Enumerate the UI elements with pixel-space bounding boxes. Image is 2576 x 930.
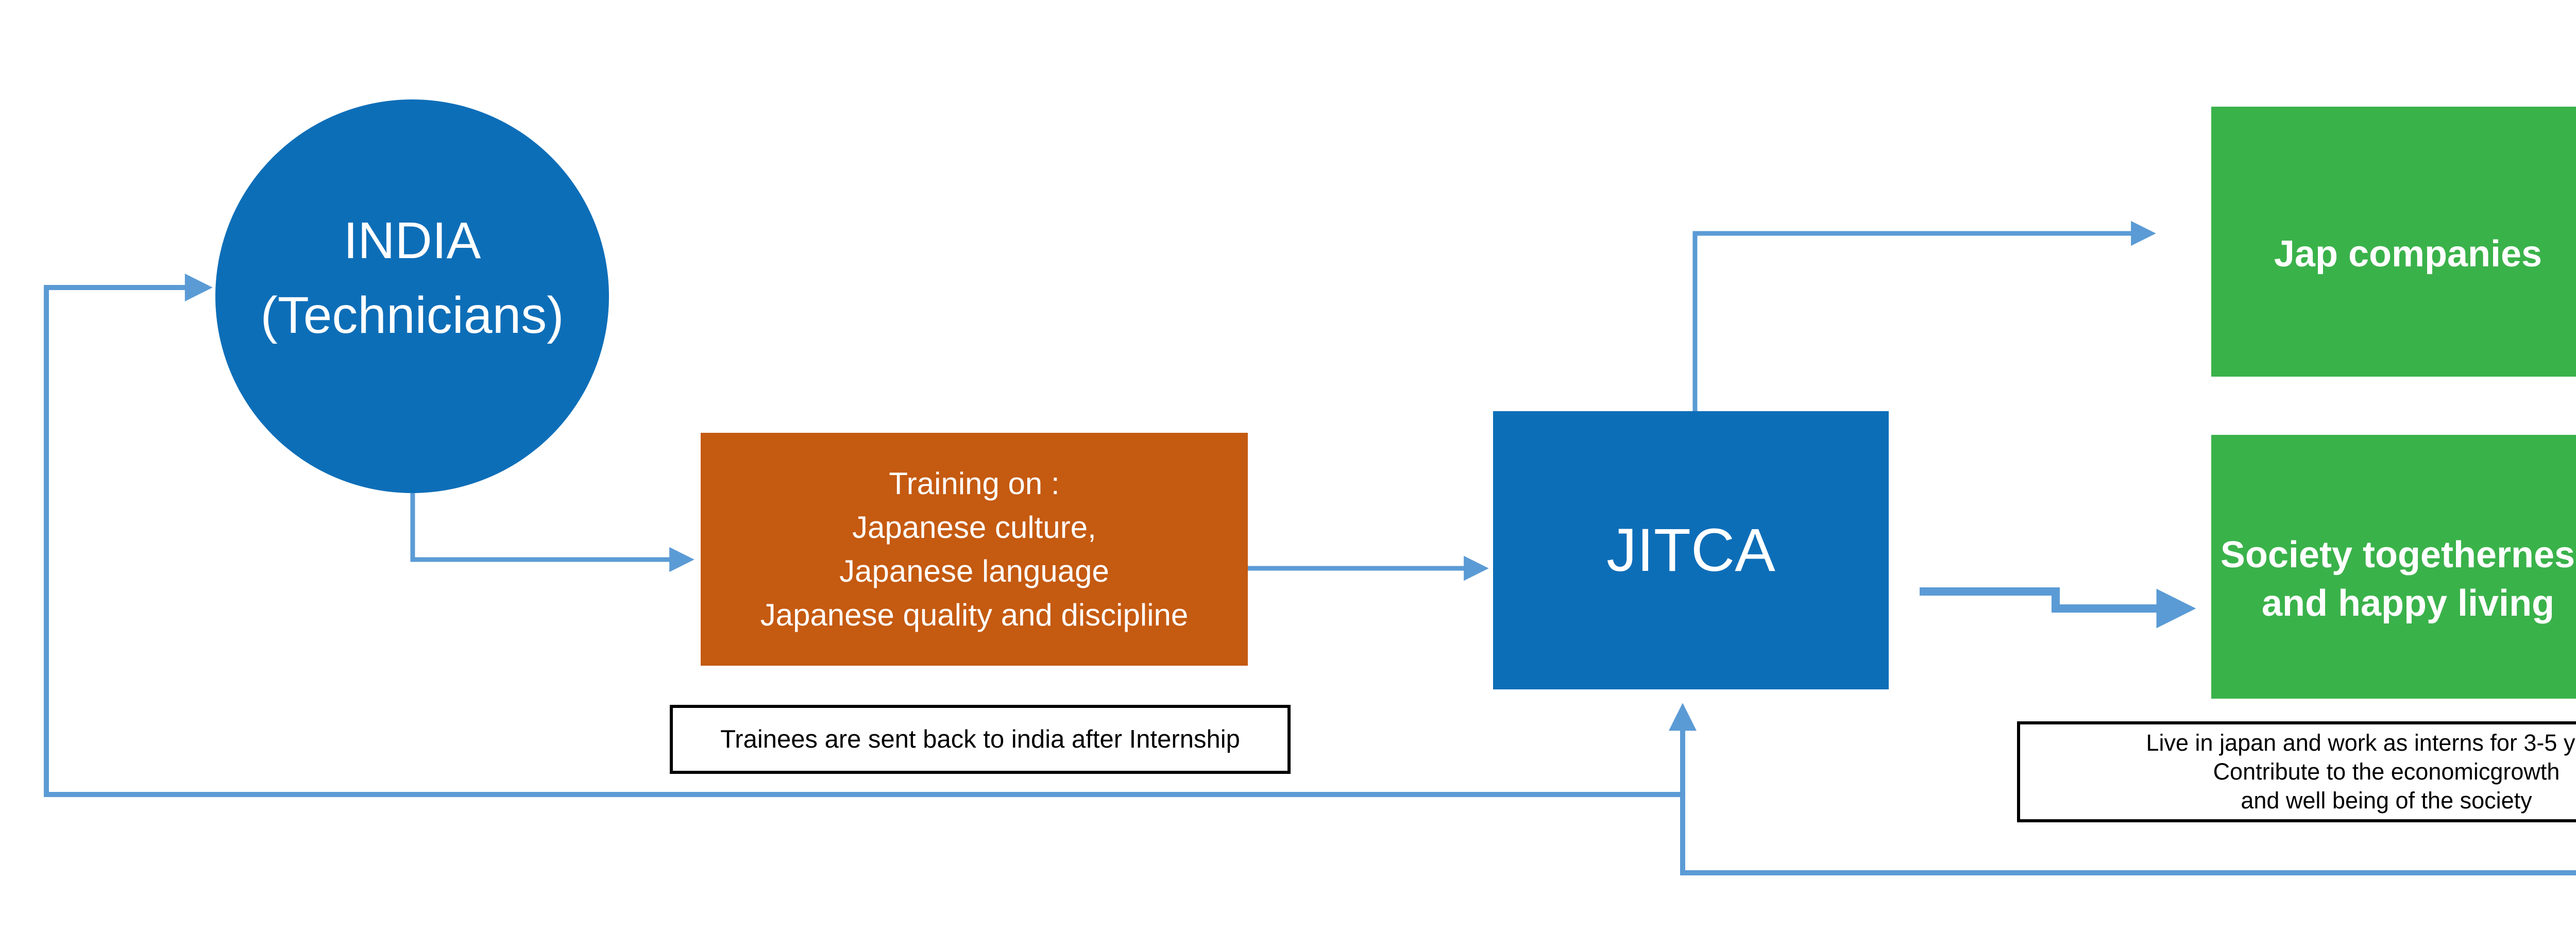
node-jap-companies: Jap companies bbox=[2211, 107, 2576, 377]
connector-jitca-to-japcompanies bbox=[1692, 221, 2156, 411]
note-live-line3: and well being of the society bbox=[2241, 787, 2532, 814]
society-label-line1: Society togetherness bbox=[2220, 534, 2576, 576]
connector-return-to-india bbox=[44, 273, 1683, 797]
training-label-line2: Japanese culture, bbox=[852, 510, 1096, 545]
node-training: Training on : Japanese culture, Japanese… bbox=[701, 433, 1248, 666]
connector-japcompanies-loop-to-jitca bbox=[1668, 703, 2576, 875]
note-live-in-japan: Live in japan and work as interns for 3-… bbox=[2017, 721, 2576, 822]
node-jitca: JITCA bbox=[1493, 411, 1889, 689]
connector-india-to-training bbox=[410, 489, 694, 572]
note-trainees-return: Trainees are sent back to india after In… bbox=[670, 705, 1291, 774]
note-live-line1: Live in japan and work as interns for 3-… bbox=[2146, 729, 2576, 756]
society-label-line2: and happy living bbox=[2261, 583, 2555, 624]
jitca-label: JITCA bbox=[1606, 516, 1775, 584]
jap-companies-label: Jap companies bbox=[2274, 233, 2543, 275]
india-label-line1: INDIA bbox=[343, 212, 481, 269]
node-india: INDIA (Technicians) bbox=[215, 99, 609, 493]
training-label-line1: Training on : bbox=[889, 466, 1060, 501]
note-trainees-text: Trainees are sent back to india after In… bbox=[720, 725, 1240, 753]
india-label-line2: (Technicians) bbox=[260, 286, 564, 344]
connector-jitca-to-society bbox=[1920, 587, 2196, 629]
training-label-line4: Japanese quality and discipline bbox=[760, 598, 1189, 633]
note-live-line2: Contribute to the economicgrowth bbox=[2213, 758, 2560, 785]
training-label-line3: Japanese language bbox=[839, 554, 1109, 588]
node-society: Society togetherness and happy living bbox=[2211, 435, 2576, 699]
